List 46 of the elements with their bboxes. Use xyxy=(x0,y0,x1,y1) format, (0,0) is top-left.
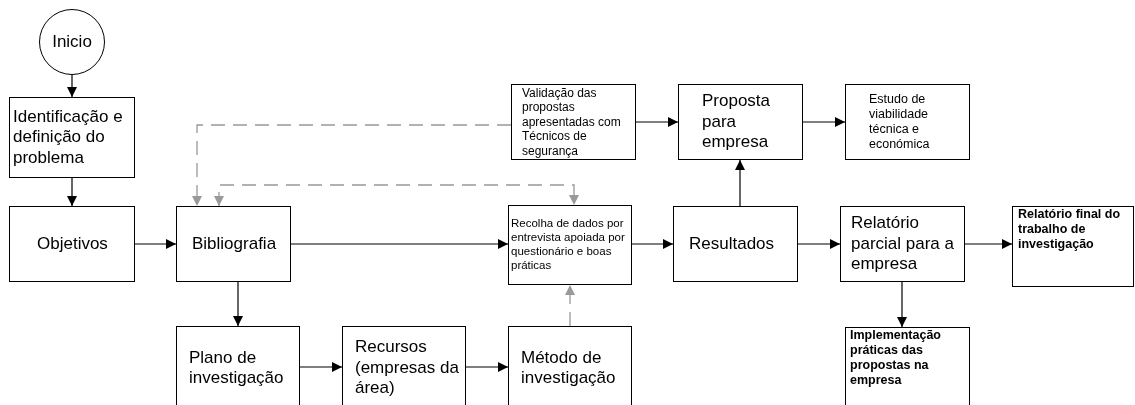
arrow xyxy=(635,117,679,127)
process-box xyxy=(511,84,636,160)
node-label: Recursos (empresas da área) xyxy=(355,337,460,399)
node-label: Identificação e definição do problema xyxy=(13,106,124,169)
arrow xyxy=(214,184,579,207)
arrow xyxy=(299,362,343,372)
node-label: Proposta para empresa xyxy=(702,91,772,153)
arrow xyxy=(565,284,575,327)
process-box xyxy=(673,206,798,282)
node-label: Validação das propostas apresentadas com Técnicos de segurança xyxy=(522,86,622,158)
node-label: Objetivos xyxy=(37,233,109,255)
node-label: Método de investigação xyxy=(521,347,617,389)
arrow xyxy=(964,239,1013,249)
process-box xyxy=(845,327,970,405)
arrow xyxy=(802,117,846,127)
arrow xyxy=(192,124,512,207)
process-box xyxy=(508,326,632,405)
node-label: Resultados xyxy=(689,233,776,255)
arrow xyxy=(631,239,674,249)
arrow xyxy=(67,74,77,98)
arrow xyxy=(897,281,907,328)
node-label: Inicio xyxy=(52,31,92,53)
process-box xyxy=(176,206,291,282)
arrow xyxy=(67,177,77,207)
node-label: Plano de investigação xyxy=(189,347,285,389)
process-box xyxy=(9,97,135,178)
node-label: Relatório parcial para a empresa xyxy=(851,213,955,275)
node-label: Recolha de dados por entrevista apoiada por questionário e boas práticas xyxy=(511,217,626,273)
process-box xyxy=(1012,206,1134,287)
arrow xyxy=(797,239,841,249)
node-label: Relatório final do trabalho de investigação xyxy=(1018,207,1122,252)
arrow xyxy=(134,239,177,249)
arrow xyxy=(233,281,243,327)
arrow xyxy=(290,239,509,249)
process-box xyxy=(840,206,965,282)
arrow xyxy=(465,362,509,372)
process-box xyxy=(845,84,970,160)
arrow xyxy=(735,159,745,207)
process-box xyxy=(342,326,466,405)
node-label: Bibliografia xyxy=(192,233,278,255)
process-box xyxy=(9,206,135,282)
process-box xyxy=(508,205,632,285)
node-label: Estudo de viabilidade técnica e económica xyxy=(869,92,931,152)
node-label: Implementação práticas das propostas na empresa xyxy=(850,328,942,388)
process-box xyxy=(678,84,803,160)
process-box xyxy=(176,326,300,405)
